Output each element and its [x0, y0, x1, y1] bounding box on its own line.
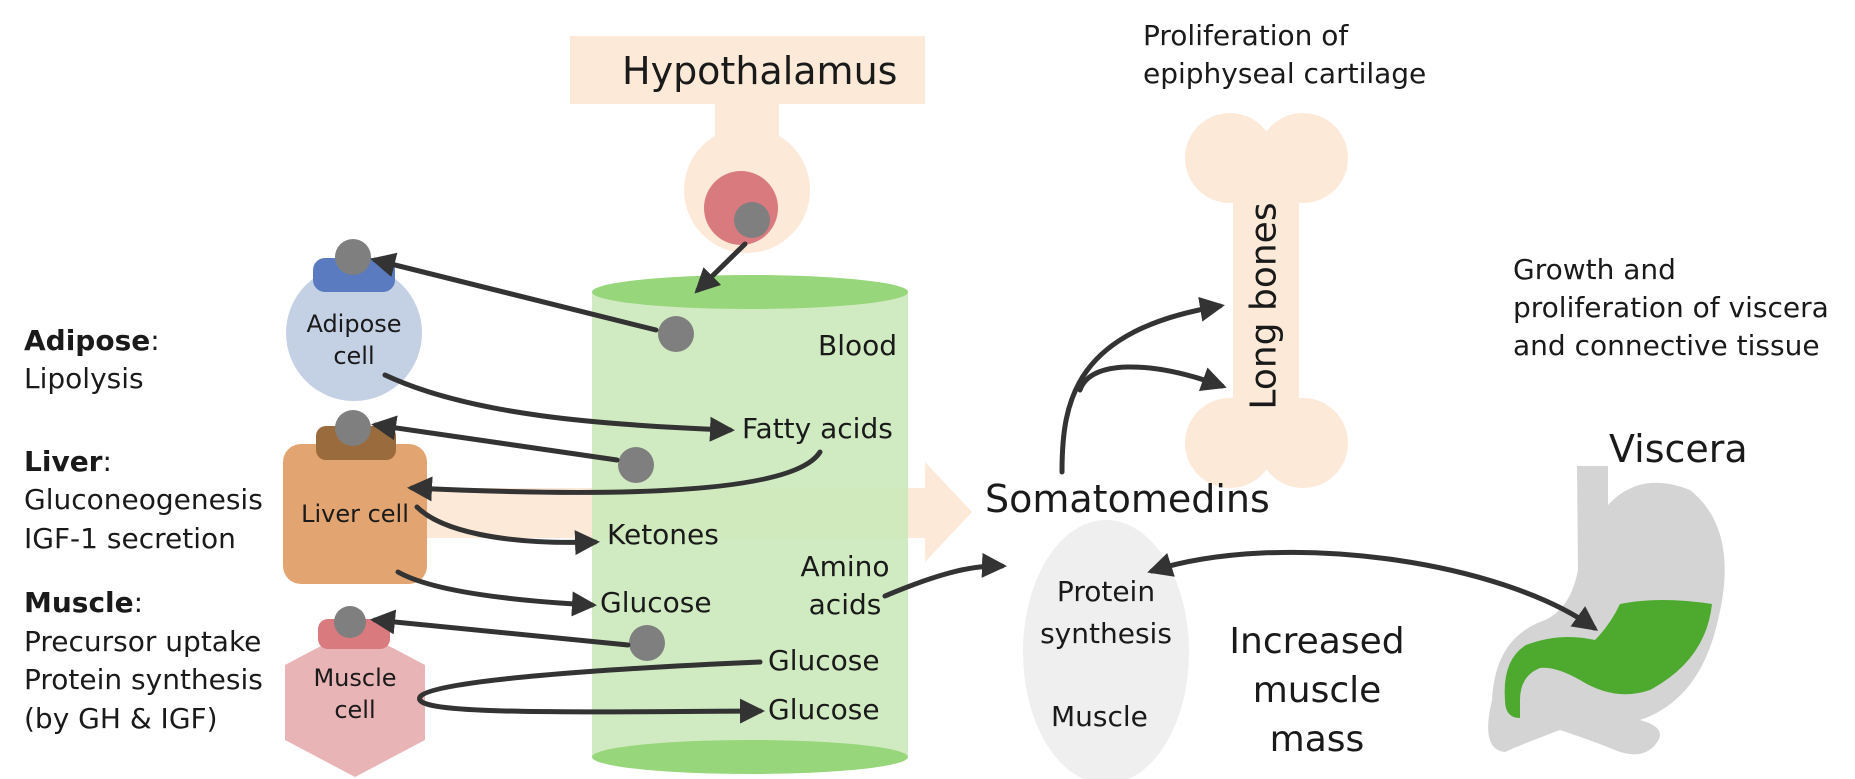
gh-molecule-adipose: [335, 239, 371, 275]
somatomedins-label: Somatomedins: [985, 477, 1270, 521]
gh-molecule-liver: [335, 410, 371, 446]
gh-molecule-pituitary: [734, 202, 770, 238]
hypothalamus-label: Hypothalamus: [622, 49, 898, 93]
stomach-icon: [1488, 466, 1725, 755]
hypothalamus-pituitary: [570, 36, 925, 253]
muscle-cell: [285, 606, 425, 777]
flow-arrows: [370, 241, 1599, 724]
muscle-effect-1: Precursor uptake: [24, 625, 262, 658]
glucose-label-2: Glucose: [768, 644, 880, 677]
long-bones-label: Long bones: [1243, 202, 1285, 410]
adipose-effect-1: Lipolysis: [24, 362, 144, 395]
viscera-caption: Growth and proliferation of viscera and …: [1513, 253, 1829, 362]
glucose-label-3: Glucose: [768, 693, 880, 726]
adipose-cell: [286, 239, 422, 401]
gh-molecule-blood-1: [658, 316, 694, 352]
muscle-ellipse-label: Muscle: [1051, 700, 1148, 733]
adipose-side-label: Adipose:: [24, 324, 160, 357]
gh-molecule-blood-3: [629, 625, 665, 661]
protein-synthesis-label: Protein synthesis: [1040, 575, 1172, 650]
muscle-cell-label: Muscle cell: [313, 664, 397, 724]
adipose-cell-label: Adipose cell: [306, 310, 402, 370]
fatty-acids-label: Fatty acids: [742, 412, 893, 445]
muscle-effect-2: Protein synthesis: [24, 663, 263, 696]
blood-label: Blood: [818, 329, 898, 362]
gh-molecule-muscle: [334, 606, 366, 638]
long-bones-caption: Proliferation of epiphyseal cartilage: [1143, 19, 1427, 90]
liver-cell-label: Liver cell: [301, 500, 409, 528]
liver-effect-1: Gluconeogenesis: [24, 483, 263, 516]
ketones-label: Ketones: [607, 518, 719, 551]
increased-muscle-mass-label: Increased muscle mass: [1229, 621, 1405, 760]
amino-acids-label: Amino acids: [800, 550, 890, 621]
liver-effect-2: IGF-1 secretion: [24, 522, 236, 555]
liver-cell: [283, 410, 427, 584]
long-bone: [1185, 113, 1348, 488]
viscera-label: Viscera: [1609, 427, 1748, 471]
muscle-side-label: Muscle:: [24, 586, 144, 619]
gh-molecule-blood-2: [618, 447, 654, 483]
blood-cylinder: [592, 275, 908, 774]
muscle-effect-3: (by GH & IGF): [24, 702, 218, 735]
liver-side-label: Liver:: [24, 445, 112, 478]
glucose-label-1: Glucose: [600, 586, 712, 619]
